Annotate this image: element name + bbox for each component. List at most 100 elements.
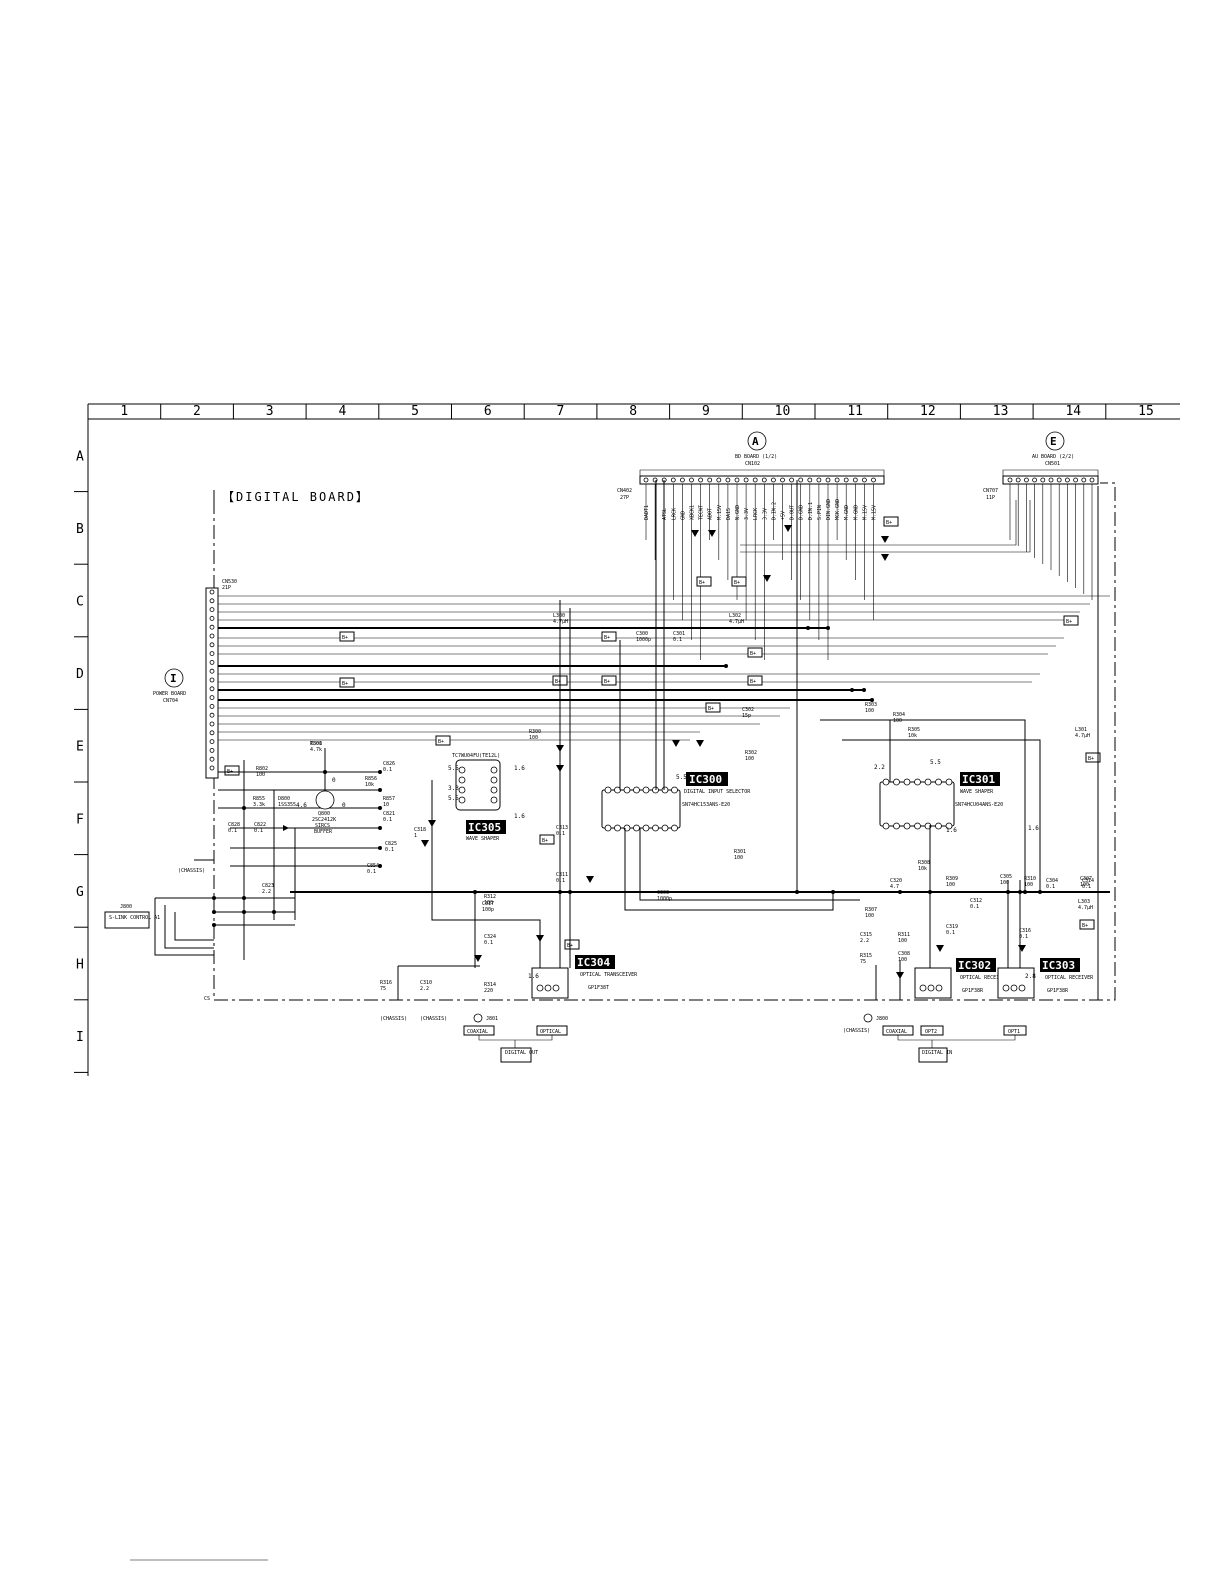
b-plus-tag: B+	[1082, 923, 1088, 929]
b-plus-tag-box	[339, 631, 355, 642]
b-plus-tag-box	[1085, 752, 1101, 763]
junction-dot	[831, 890, 835, 894]
bd-pin-label: M.15V	[872, 505, 878, 520]
optical-ic-pin	[927, 984, 935, 992]
ic305-pin	[458, 766, 466, 774]
b-plus-tag: B+	[1088, 756, 1094, 762]
component-value: 100	[1000, 880, 1009, 886]
component-value: 4.7µH	[553, 619, 568, 625]
row-label-D: D	[76, 667, 84, 682]
ic304-block: IC304 OPTICAL TRANSCEIVER GP1F38T	[531, 955, 638, 999]
b-plus-tag: B+	[604, 679, 610, 685]
b-plus-tag-box	[705, 702, 721, 713]
ic300-pin	[671, 786, 678, 794]
row-label-G: G	[76, 885, 84, 900]
b-plus-tag: B+	[750, 679, 756, 685]
component-value: 0.1	[556, 831, 565, 837]
b-plus-tag: B+	[342, 635, 348, 641]
voltage-annotation: 0	[342, 802, 346, 809]
junction-dot	[378, 770, 382, 774]
voltage-annotation: 2.8	[1025, 973, 1036, 980]
ic300-pin	[671, 824, 678, 832]
bd-pin	[734, 477, 740, 483]
voltage-annotation: 1.6	[1028, 825, 1039, 832]
ic303-name: IC303	[1042, 959, 1075, 972]
au-pin	[1089, 477, 1095, 483]
optical-ic-pin	[935, 984, 943, 992]
cn530-ref: CN530	[222, 579, 237, 585]
junction-dot	[826, 626, 830, 630]
au-pin	[1040, 477, 1046, 483]
junction-dot	[272, 910, 276, 914]
ic304-pn: GP1F38T	[588, 985, 609, 991]
component-ref: L301	[1075, 727, 1087, 733]
component-value: 0.1	[1019, 934, 1028, 940]
col-label-2: 2	[193, 404, 201, 419]
power-pin	[209, 695, 215, 700]
bd-pin	[789, 477, 794, 483]
junction-dot	[378, 846, 382, 850]
power-tags: B+B+B+B+B+B+B+B+B+B+B+B+B+B+B+B+B+B+	[224, 516, 1101, 950]
au-board-name: AU BOARD (2/2)	[1032, 454, 1074, 460]
ic300-pin	[642, 786, 650, 794]
jack-optical-out: OPTICAL	[540, 1029, 561, 1035]
component-ref: R856	[365, 776, 377, 782]
component-ref: C300	[636, 631, 648, 637]
j801-jack-icon	[473, 1013, 483, 1023]
component-ref: R303	[865, 702, 877, 708]
signal-arrow-icon	[763, 575, 771, 582]
bd-board-name: BD BOARD (1/2)	[735, 454, 777, 460]
power-signal-lines	[218, 595, 1110, 741]
col-label-5: 5	[411, 404, 419, 419]
component-value: 100p	[482, 907, 494, 913]
marker-a: A	[752, 435, 759, 448]
power-board-ref: CN704	[163, 698, 178, 704]
component-value: 2.2	[262, 889, 271, 895]
component-ref: C308	[898, 951, 910, 957]
bd-pin-label: M.GND	[853, 505, 859, 520]
bd-pin	[843, 477, 849, 483]
j800-jack-icon	[863, 1013, 873, 1023]
b-plus-tag: B+	[699, 580, 705, 586]
b-plus-tag-box	[747, 647, 763, 658]
ic305-desc: WAVE SHAPER	[466, 836, 500, 842]
au-board-connector: E AU BOARD (2/2) CN501 CN707 11P	[983, 431, 1099, 501]
bd-pin	[852, 477, 858, 483]
signal-arrow-icon	[586, 876, 594, 883]
component-value: 100	[898, 957, 907, 963]
power-pin	[209, 712, 215, 718]
ic302-desc: OPTICAL RECEIVER	[960, 975, 1009, 981]
marker-circle-e	[1045, 431, 1065, 451]
component-ref: R802	[256, 766, 268, 772]
ic305-pin	[458, 796, 466, 804]
digital-board-outline	[213, 482, 1116, 1001]
component-ref: L300	[553, 613, 565, 619]
ic303-pn: GP1F38R	[1047, 988, 1069, 994]
bd-pin	[725, 477, 731, 483]
b-plus-tag: B+	[1066, 619, 1072, 625]
component-value: 1SS355	[278, 802, 296, 808]
junction-dot	[212, 923, 216, 927]
j800-ref: J800	[876, 1016, 888, 1022]
junction-dot	[242, 910, 246, 914]
b-plus-tag: B+	[342, 681, 348, 687]
ic300-pn: SN74HC153ANS-E20	[682, 802, 730, 808]
component-ref: R309	[946, 876, 958, 882]
optical-ic-pin	[1002, 984, 1010, 992]
ic305-pin	[490, 796, 498, 804]
voltage-annotation: 3.3	[448, 785, 459, 792]
voltage-annotation: 4.6	[296, 802, 307, 809]
bd-pin	[780, 477, 785, 483]
bd-pin-label: D.IN.1	[808, 502, 814, 520]
signal-arrow-icon	[1018, 945, 1026, 952]
component-value: 220	[484, 988, 493, 994]
ic301-badge	[960, 772, 1000, 786]
junction-dot	[212, 896, 216, 900]
signal-arrow-icon	[696, 740, 704, 747]
component-ref: R801	[310, 741, 322, 747]
component-ref: C312	[970, 898, 982, 904]
power-pin	[209, 668, 215, 674]
signal-arrow-icon	[428, 820, 436, 827]
ic300-pin	[633, 824, 640, 832]
power-pin	[209, 633, 215, 639]
